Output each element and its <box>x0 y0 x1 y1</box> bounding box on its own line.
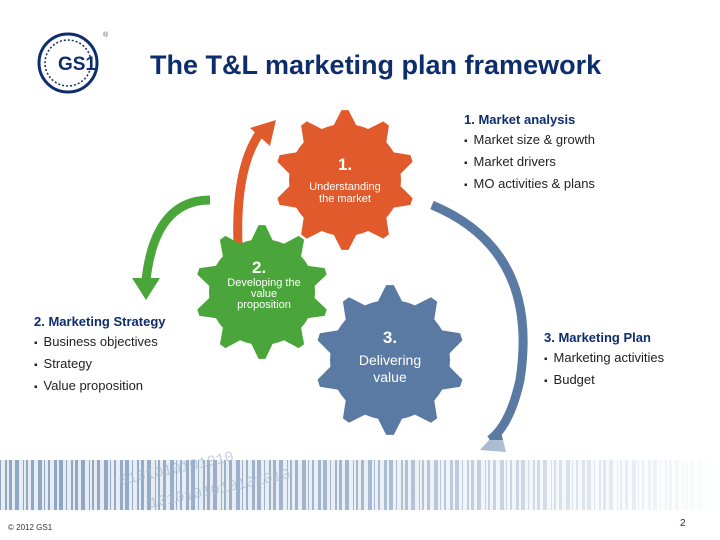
gear-3-label: 3. Delivering value <box>340 328 440 386</box>
market-analysis-block: 1. Market analysis Market size & growth … <box>464 110 595 196</box>
copyright-notice: © 2012 GS1 <box>8 523 52 532</box>
market-analysis-list: Market size & growth Market drivers MO a… <box>464 130 595 196</box>
marketing-plan-list: Marketing activities Budget <box>544 348 664 392</box>
market-analysis-heading: 1. Market analysis <box>464 110 595 130</box>
gear-2-label: 2. Developing the value proposition <box>212 258 316 311</box>
marketing-plan-heading: 3. Marketing Plan <box>544 328 664 348</box>
barcode-decoration: 0101010101010 1010101010101010 <box>0 440 720 525</box>
gear-2-number: 2. <box>212 258 316 278</box>
list-item: Budget <box>544 370 664 392</box>
blue-cycle-arrow <box>432 205 523 440</box>
list-item: Strategy <box>34 354 166 376</box>
green-arrowhead <box>132 278 160 300</box>
marketing-strategy-list: Business objectives Strategy Value propo… <box>34 332 166 398</box>
list-item: Market drivers <box>464 152 595 174</box>
gear-3-caption-line1: Delivering <box>340 352 440 369</box>
gear-1-label: 1. Understanding the market <box>300 155 390 205</box>
list-item: Value proposition <box>34 376 166 398</box>
gear-1-number: 1. <box>300 155 390 175</box>
gear-3-number: 3. <box>340 328 440 348</box>
marketing-strategy-heading: 2. Marketing Strategy <box>34 312 166 332</box>
list-item: Business objectives <box>34 332 166 354</box>
list-item: Market size & growth <box>464 130 595 152</box>
marketing-plan-block: 3. Marketing Plan Marketing activities B… <box>544 328 664 392</box>
page-number: 2 <box>680 518 686 529</box>
marketing-strategy-block: 2. Marketing Strategy Business objective… <box>34 312 166 398</box>
barcode-decoration-band: 0101010101010 1010101010101010 <box>0 440 720 525</box>
list-item: Marketing activities <box>544 348 664 370</box>
gear-1-caption: Understanding the market <box>309 181 381 205</box>
gear-3-caption-line2: value <box>340 369 440 386</box>
list-item: MO activities & plans <box>464 174 595 196</box>
gear-2-caption-line3: proposition <box>212 300 316 311</box>
